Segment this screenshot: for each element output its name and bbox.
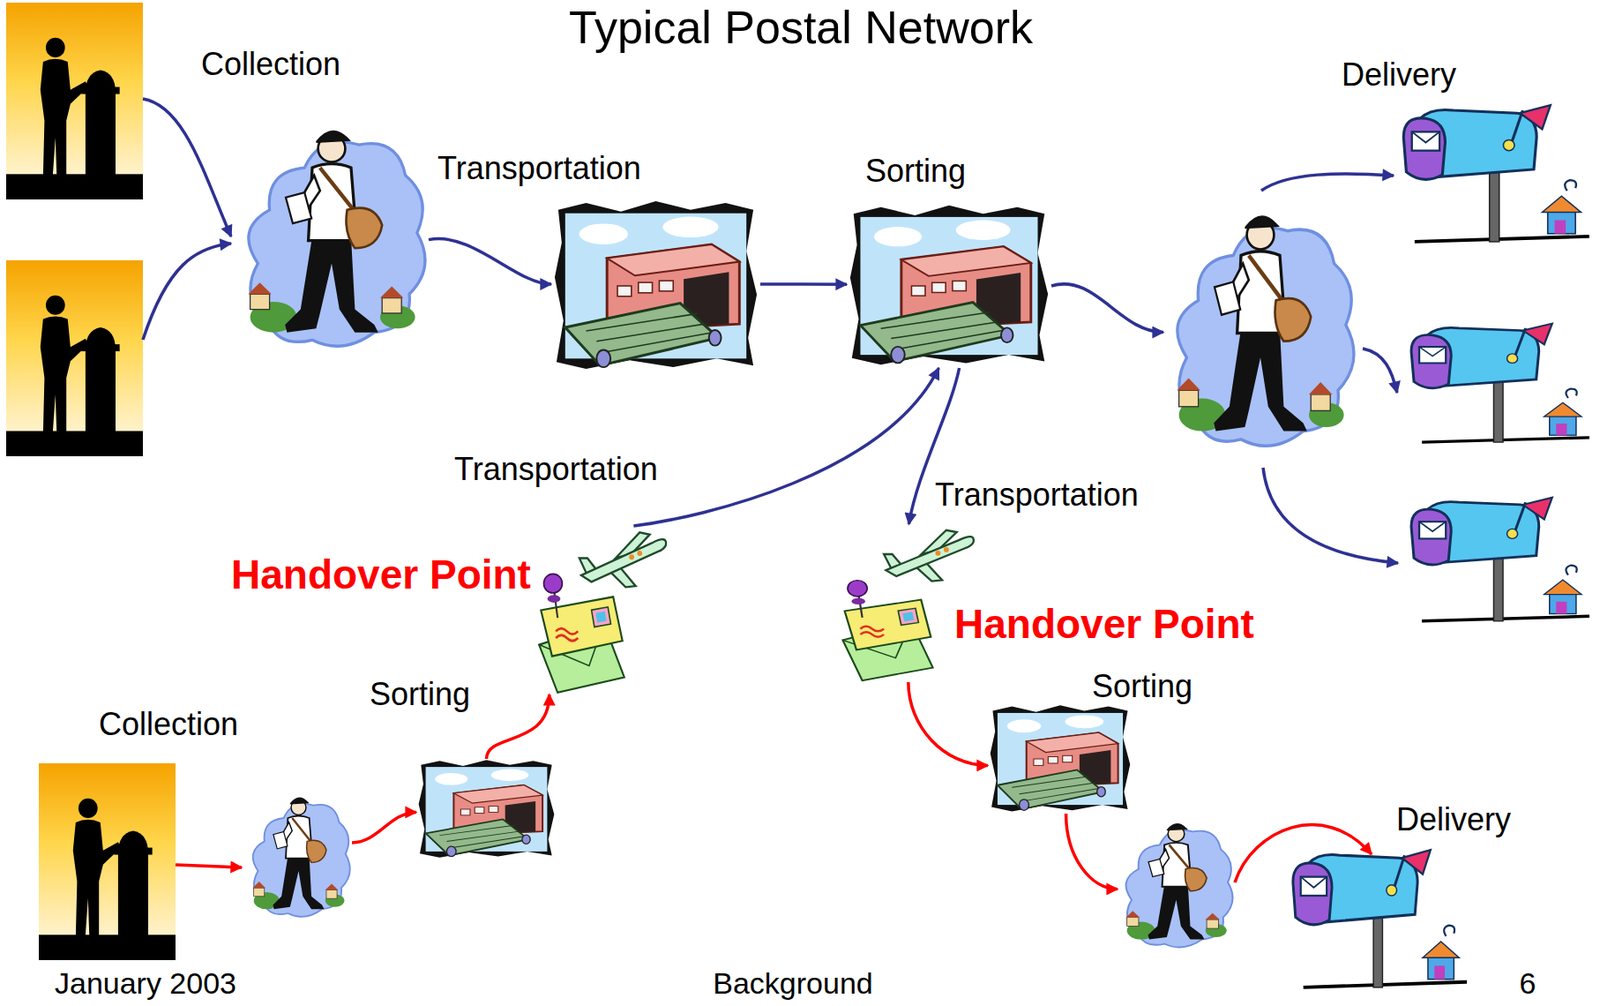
collection-arrow	[142, 98, 232, 237]
handover-point: Handover Point	[838, 576, 937, 682]
section-footer: Background	[712, 965, 873, 1001]
flow-arrow	[633, 367, 939, 526]
collection-arrow	[175, 864, 242, 868]
step-label: Sorting	[369, 675, 471, 712]
step-label: Delivery	[1396, 800, 1511, 838]
step-label: Delivery	[1341, 56, 1457, 93]
flow-arrow	[428, 239, 552, 285]
delivery-arrow	[1261, 173, 1394, 191]
collection-step: Collection	[245, 785, 352, 924]
collection-step: Collection	[234, 110, 429, 359]
flow-arrow	[351, 811, 417, 843]
plane-icon	[579, 531, 666, 587]
flow-arrow	[486, 694, 550, 759]
handover-label: Handover Point	[954, 600, 1255, 648]
postman-icon	[252, 797, 350, 917]
step-label: Transportation	[934, 476, 1139, 513]
mailbox-icon	[1411, 323, 1590, 442]
sorting-step: Sorting	[416, 758, 557, 860]
sorting-office-icon	[990, 704, 1131, 811]
post-box-icon	[6, 260, 143, 457]
page-number: 6	[1519, 965, 1537, 1001]
postman-icon	[247, 130, 426, 347]
step-label: Sorting	[1091, 667, 1193, 704]
handover-label: Handover Point	[231, 551, 531, 599]
handover-point: Handover Point	[535, 569, 629, 695]
sorting-step: Sorting	[846, 203, 1052, 368]
step-label: Sorting	[865, 152, 966, 189]
delivery-arrow	[1263, 467, 1399, 563]
transport-step: Transportation	[877, 523, 982, 584]
step-label: Collection	[98, 705, 239, 742]
sorting-office-icon	[418, 759, 555, 858]
post-box-icon	[38, 762, 176, 960]
sorting-step: Sorting	[987, 703, 1133, 814]
flow-arrow	[1051, 284, 1164, 333]
sorting-office-icon	[554, 201, 757, 369]
flow-arrow	[760, 282, 847, 286]
post-box-icon	[6, 2, 143, 200]
mailbox-icon	[1293, 849, 1467, 987]
flow-arrow	[908, 681, 988, 765]
slide-title: Typical Postal Network	[568, 1, 1033, 55]
transport-step: Transportation	[551, 199, 761, 373]
step-label: Collection	[201, 45, 341, 83]
postman-icon	[1125, 822, 1233, 948]
delivery-step: Delivery	[1117, 811, 1235, 955]
postman-icon	[1176, 215, 1354, 446]
step-label: Transportation	[437, 149, 642, 187]
step-label: Transportation	[454, 450, 658, 487]
envelope-icon	[538, 573, 625, 692]
plane-icon	[883, 530, 974, 582]
delivery-arrow	[1234, 824, 1372, 883]
delivery-arrow	[1362, 348, 1398, 393]
transport-step: Transportation	[573, 525, 674, 591]
date-footer: January 2003	[54, 965, 237, 1001]
collection-arrow	[142, 243, 232, 340]
mailbox-icon	[1403, 104, 1590, 242]
mailbox-icon	[1411, 497, 1590, 621]
delivery-step: Delivery	[1163, 194, 1358, 460]
envelope-icon	[842, 580, 933, 681]
flow-arrow	[1066, 813, 1118, 889]
sorting-office-icon	[850, 205, 1048, 365]
